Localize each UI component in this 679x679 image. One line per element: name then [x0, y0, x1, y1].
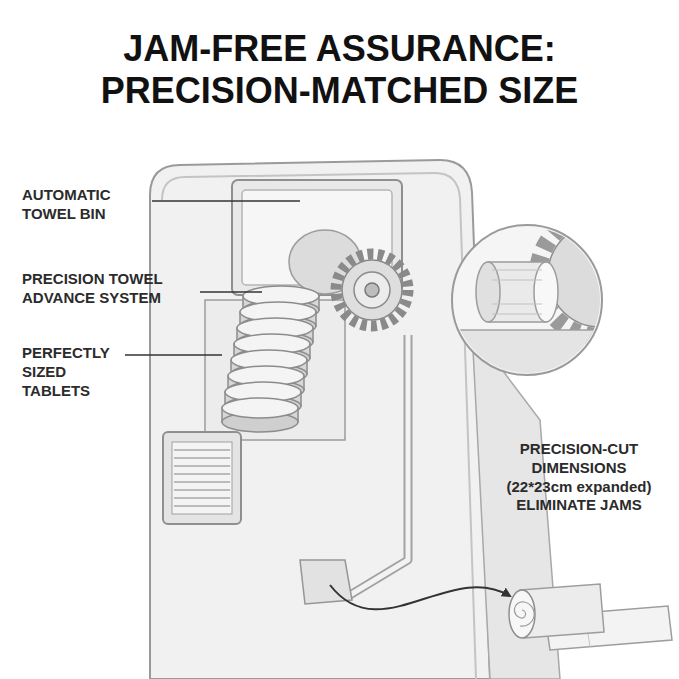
part-label: PERFECTLY SIZED TABLETS [22, 344, 122, 400]
tablet-channel [205, 300, 345, 440]
dimension-note: PRECISION-CUT DIMENSIONS (22*23cm expand… [498, 440, 660, 515]
title: JAM-FREE ASSURANCE: PRECISION-MATCHED SI… [20, 28, 659, 113]
pipe [345, 335, 408, 598]
towel-roll [509, 584, 672, 650]
outlet [300, 560, 352, 604]
filter-block [163, 432, 241, 524]
tablet-stack [222, 286, 319, 432]
part-label: AUTOMATIC TOWEL BIN [22, 186, 150, 224]
zoom-callout [452, 213, 662, 379]
housing-rim [162, 173, 476, 679]
part-label: PRECISION TOWEL ADVANCE SYSTEM [22, 270, 194, 308]
housing [150, 160, 490, 679]
advance-gear [336, 254, 408, 326]
output-arrow [330, 585, 510, 609]
